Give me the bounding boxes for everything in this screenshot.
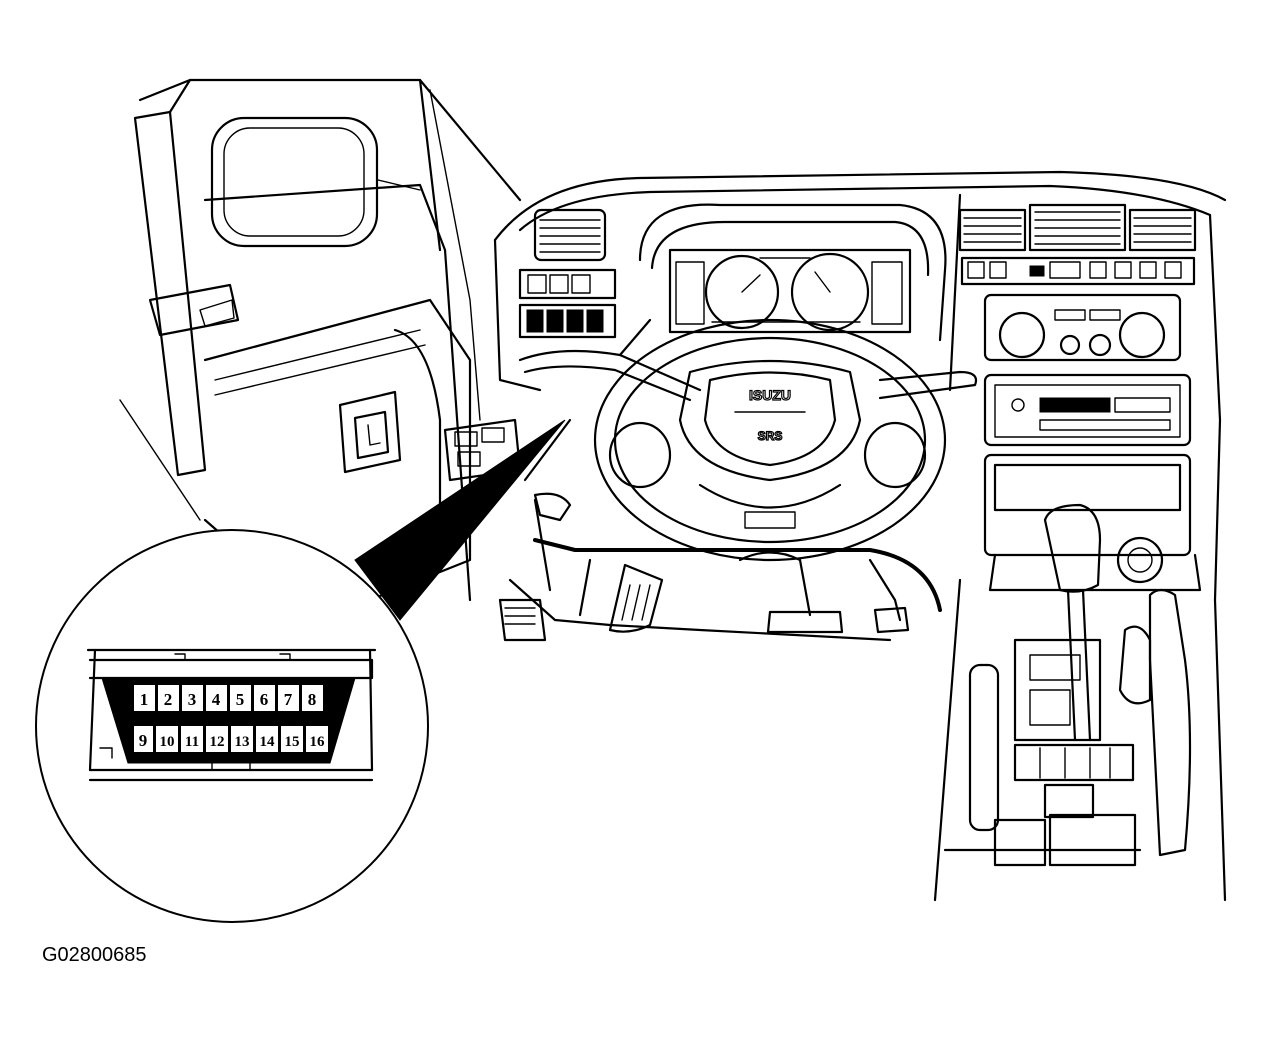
right-vents (958, 203, 1197, 362)
pin-label: 9 (139, 731, 148, 750)
connector-pins: 1 2 3 4 5 6 7 8 9 10 11 12 13 14 15 16 (132, 683, 330, 754)
pin-label: 2 (164, 690, 173, 709)
pin-label: 6 (260, 690, 269, 709)
center-stack (983, 373, 1202, 592)
pin-label: 15 (285, 734, 300, 750)
pin-label: 14 (260, 734, 276, 750)
airbag-label: SRS (758, 429, 783, 443)
callout-leader (354, 418, 572, 621)
steering-wheel: ISUZU SRS (593, 318, 947, 562)
side-mirror (210, 116, 421, 248)
pin-label: 10 (160, 734, 175, 750)
pin-label: 12 (210, 734, 225, 750)
connector-magnifier: 1 2 3 4 5 6 7 8 9 10 11 12 13 14 15 16 (35, 529, 429, 923)
left-vent (518, 208, 617, 339)
center-console (933, 503, 1227, 902)
door-frame (119, 78, 522, 602)
pin-cell (279, 724, 305, 754)
pin-label: 3 (188, 690, 197, 709)
lower-dash (498, 492, 942, 642)
pin-label: 4 (212, 690, 221, 709)
pin-label: 1 (140, 690, 149, 709)
pin-cell (300, 683, 325, 713)
wheel-logo: ISUZU (749, 387, 791, 403)
pin-cell (304, 724, 330, 754)
pin-label: 13 (235, 734, 250, 750)
figure-code: G02800685 (42, 944, 147, 966)
pin-label: 7 (284, 690, 293, 709)
instrument-cluster (638, 203, 947, 342)
pin-label: 5 (236, 690, 245, 709)
pin-label: 11 (185, 734, 199, 750)
pin-label: 16 (310, 734, 326, 750)
pin-label: 8 (308, 690, 317, 709)
dashboard-top (493, 170, 1227, 602)
column-levers (518, 318, 978, 402)
